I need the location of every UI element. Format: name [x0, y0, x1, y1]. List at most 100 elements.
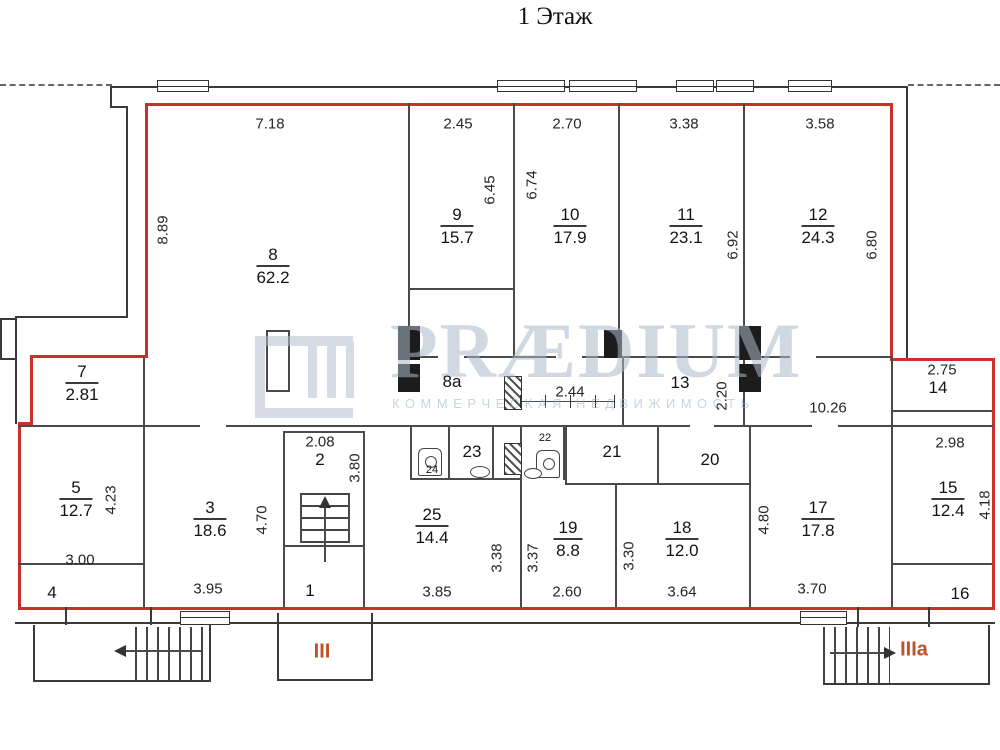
room-label: 13 [670, 373, 690, 392]
column [398, 326, 420, 360]
dimension-label: 3.70 [797, 580, 827, 598]
dimension-label: 6.80 [863, 230, 881, 260]
room-label: 1 [305, 581, 315, 600]
room-number: 3 [193, 498, 227, 521]
wall [65, 607, 67, 625]
wall [492, 427, 494, 480]
room-label: 24 [425, 464, 439, 476]
window [180, 611, 230, 625]
page-title: 1 Этаж [517, 3, 593, 30]
shaft-hatch [504, 443, 522, 475]
room-area: 12.4 [931, 501, 965, 521]
window [676, 80, 714, 92]
red-boundary [992, 358, 995, 610]
window [569, 80, 637, 92]
porch-wall [277, 613, 279, 681]
room-number: 12 [801, 205, 835, 228]
room-area: 23.1 [669, 228, 703, 248]
dimension-label: 4.80 [755, 505, 773, 535]
dimension-label: 2.44 [555, 383, 585, 401]
wall [283, 431, 365, 433]
wall [0, 318, 15, 320]
wall [15, 622, 995, 624]
measure-line [520, 401, 615, 402]
room-label: 22 [538, 432, 552, 444]
porch-wall [823, 683, 990, 685]
room-area: 14.4 [415, 528, 449, 548]
dimension-label: 4.70 [253, 505, 271, 535]
wall [657, 427, 659, 485]
door-opening [690, 424, 714, 428]
wall [110, 106, 128, 108]
window [497, 80, 565, 92]
door-opening [556, 355, 582, 359]
wall [18, 425, 993, 427]
wall [18, 563, 145, 565]
wall [565, 483, 751, 485]
porch-wall [33, 625, 35, 682]
door-opening [812, 424, 838, 428]
dashed-boundary-right [908, 84, 1000, 86]
dimension-label: 4.18 [976, 490, 994, 520]
door-opening [790, 355, 816, 359]
room-label: 16 [950, 584, 970, 603]
stairs-rail [348, 493, 350, 543]
stairs-arrow-line [830, 652, 888, 654]
wall [615, 483, 617, 607]
dimension-label: 3.00 [65, 551, 95, 569]
window [800, 611, 847, 625]
room-label: 4 [47, 583, 57, 602]
room-area: 17.8 [801, 521, 835, 541]
room-number: 5 [59, 478, 93, 501]
wall [15, 316, 128, 318]
red-boundary [890, 103, 893, 361]
wall [893, 425, 992, 427]
porch-wall [371, 613, 373, 681]
toilet-icon [418, 448, 442, 476]
room-number: 19 [553, 518, 583, 541]
wall [410, 427, 412, 480]
dashed-boundary-left [0, 84, 112, 86]
dimension-label: 3.85 [422, 583, 452, 601]
dimension-label: 3.95 [193, 580, 223, 598]
room-number: 17 [801, 498, 835, 521]
measure-tick [545, 395, 546, 408]
room-label: 2 [315, 450, 325, 469]
entrance-label-iiia: IIIa [900, 638, 928, 661]
stairs-arrow-line [324, 500, 326, 562]
column [739, 364, 761, 392]
room-number: 7 [65, 362, 99, 385]
entrance-stairs [135, 627, 211, 680]
dimension-label: 3.37 [524, 543, 542, 573]
room-area: 8.8 [556, 541, 580, 561]
wall [749, 427, 751, 607]
wall [891, 358, 893, 607]
wall [563, 427, 565, 480]
red-boundary [145, 103, 893, 106]
door-opening [438, 355, 464, 359]
dimension-label: 3.58 [805, 115, 835, 133]
room-area: 62.2 [256, 268, 290, 288]
measure-tick [614, 395, 615, 408]
porch-wall [988, 625, 990, 685]
wall [150, 607, 152, 625]
wall [143, 427, 145, 607]
dimension-label: 6.74 [523, 170, 541, 200]
column [604, 330, 622, 358]
room-label: 14 [928, 378, 948, 397]
dimension-label: 3.64 [667, 583, 697, 601]
wall [893, 410, 992, 412]
room-number: 25 [415, 505, 449, 528]
red-boundary [30, 355, 33, 425]
wall [448, 427, 450, 480]
dimension-label: 3.30 [620, 541, 638, 571]
dimension-label: 3.80 [346, 453, 364, 483]
stairs-arrow-line [120, 650, 202, 652]
dimension-label: 2.20 [713, 381, 731, 411]
